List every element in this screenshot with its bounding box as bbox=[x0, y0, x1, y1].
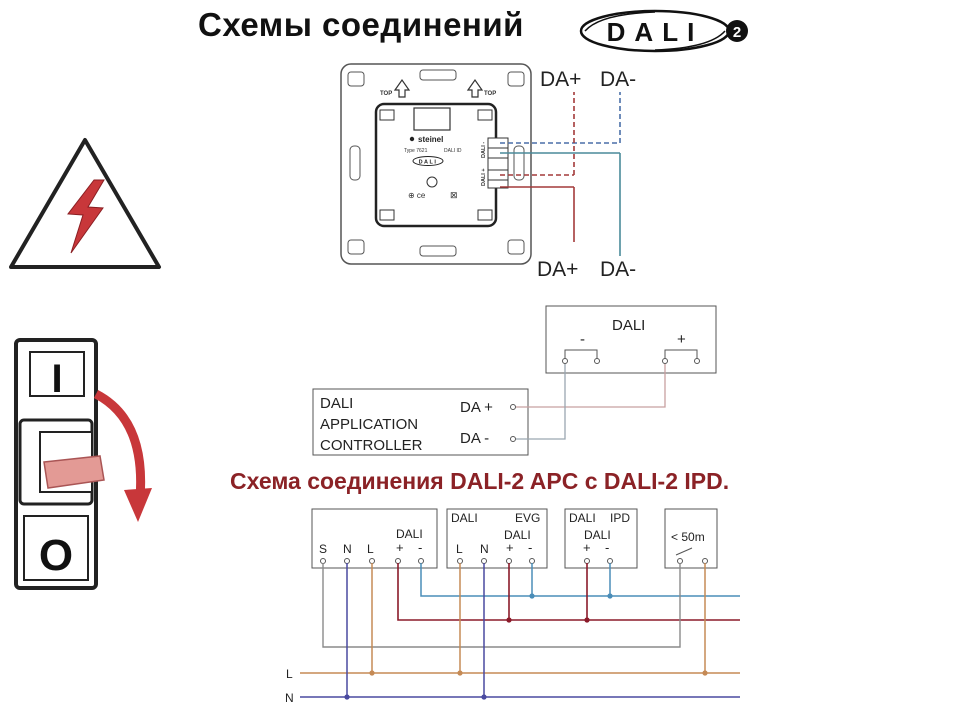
box1-n: N bbox=[343, 542, 352, 556]
top-label-right: TOP bbox=[484, 91, 496, 97]
terminal-plus-label: DALI + bbox=[481, 168, 487, 186]
terminal-minus-label: DALI - bbox=[481, 142, 487, 158]
section-title: Схема соединения DALI-2 APC с DALI-2 IPD… bbox=[230, 468, 730, 494]
bin-icon: ⊠ bbox=[450, 190, 458, 200]
box3-minus: - bbox=[605, 540, 609, 555]
box2-l: L bbox=[456, 542, 463, 556]
bottom-da-plus: DA+ bbox=[537, 258, 578, 281]
circuit-breaker-icon: I O bbox=[14, 338, 152, 590]
bottom-da-minus: DA- bbox=[600, 258, 636, 281]
breaker-on-label: I bbox=[51, 357, 62, 401]
page-title: Схемы соединений bbox=[198, 6, 524, 43]
junction-red-2 bbox=[584, 617, 590, 623]
breaker-off-label: O bbox=[39, 531, 73, 580]
junction-l-2 bbox=[457, 670, 463, 676]
box3-dali-top: DALI bbox=[569, 511, 596, 525]
top-da-plus: DA+ bbox=[540, 68, 581, 91]
box1-plus: + bbox=[396, 540, 404, 555]
box2-dali-top: DALI bbox=[451, 511, 478, 525]
box1-minus: - bbox=[418, 540, 422, 555]
device-type: Type 7621 bbox=[404, 148, 428, 154]
controller-da-plus: DA + bbox=[460, 399, 493, 416]
controller-da-minus: DA - bbox=[460, 430, 489, 447]
top-da-minus: DA- bbox=[600, 68, 636, 91]
dali-box-plus: + bbox=[677, 331, 686, 348]
apc-diagram: DALI - + DALI APPLICATION CONTROLLER DA … bbox=[312, 305, 717, 456]
device-logo-text: DALI bbox=[419, 160, 438, 166]
junction-red-1 bbox=[506, 617, 512, 623]
controller-line1: DALI bbox=[320, 395, 353, 412]
box1-dali: DALI bbox=[396, 527, 423, 541]
box3-ipd: IPD bbox=[610, 511, 630, 525]
box3-dali: DALI bbox=[584, 528, 611, 542]
box2-plus: + bbox=[506, 540, 514, 555]
junction-l-1 bbox=[369, 670, 375, 676]
box1-l: L bbox=[367, 542, 374, 556]
box2-n: N bbox=[480, 542, 489, 556]
dali-logo-text: DALI bbox=[607, 17, 704, 47]
box1-s: S bbox=[319, 542, 327, 556]
line-n-label: N bbox=[285, 691, 294, 705]
junction-n-1 bbox=[344, 694, 350, 700]
junction-blue-2 bbox=[607, 593, 613, 599]
top-label-left: TOP bbox=[380, 91, 392, 97]
dali-wiring-schematic: DALI + - S N L DALI EVG DALI L N + - DAL… bbox=[285, 508, 740, 705]
box4-distance: < 50m bbox=[671, 530, 705, 544]
controller-line3: CONTROLLER bbox=[320, 437, 423, 454]
dali-device-drawing: TOP TOP steinel Type 7621 DALI ID DALI ⊕… bbox=[340, 63, 636, 281]
dali-box-label: DALI bbox=[612, 317, 645, 334]
high-voltage-warning-icon bbox=[9, 138, 161, 269]
dali-box-minus: - bbox=[580, 331, 585, 348]
box2-minus: - bbox=[528, 540, 532, 555]
ce-mark: ⊕ ce bbox=[408, 191, 426, 200]
line-l-label: L bbox=[286, 667, 293, 681]
controller-line2: APPLICATION bbox=[320, 416, 418, 433]
junction-blue-1 bbox=[529, 593, 535, 599]
device-id-label: DALI ID bbox=[444, 148, 462, 154]
junction-n-2 bbox=[481, 694, 487, 700]
junction-l-3 bbox=[702, 670, 708, 676]
dali-logo: DALI 2 bbox=[579, 9, 748, 53]
device-brand: steinel bbox=[418, 135, 443, 144]
box2-evg: EVG bbox=[515, 511, 540, 525]
box3-plus: + bbox=[583, 540, 591, 555]
dali-logo-superscript: 2 bbox=[733, 24, 741, 41]
box2-dali: DALI bbox=[504, 528, 531, 542]
